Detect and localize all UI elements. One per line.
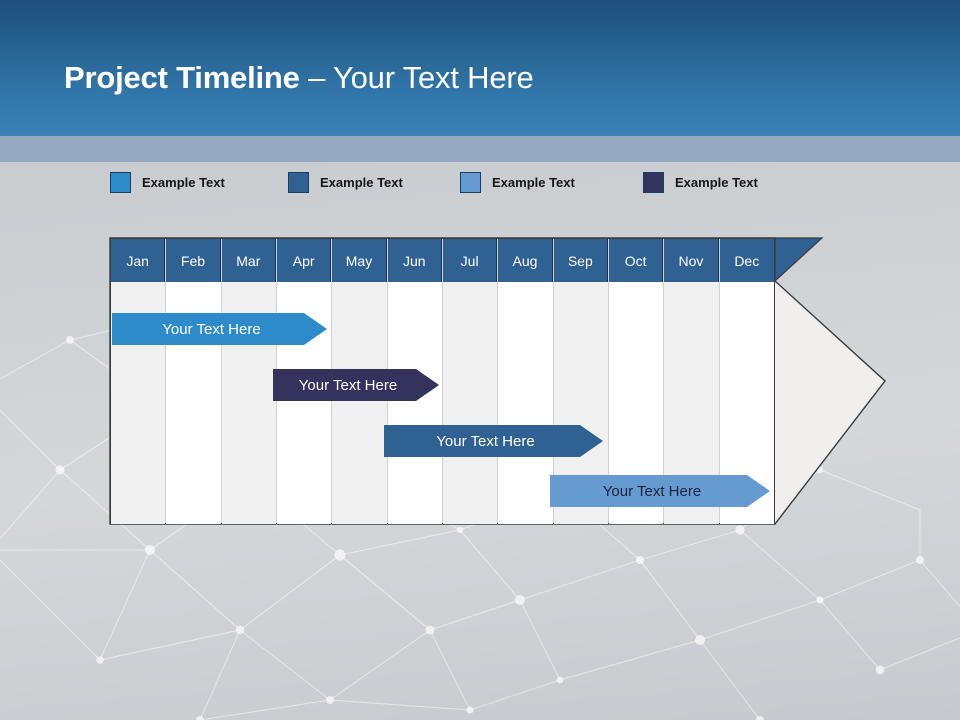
month-column-body — [332, 282, 387, 524]
timeline-bar-task-3[interactable]: Your Text Here — [384, 423, 603, 459]
month-header-cell: May — [332, 239, 387, 282]
month-column-body — [442, 282, 498, 524]
month-header-cell: Aug — [498, 239, 553, 282]
timeline-bar-label: Your Text Here — [162, 320, 261, 338]
timeline-bar-label: Your Text Here — [436, 432, 535, 450]
legend-item-label: Example Text — [142, 174, 225, 190]
legend-swatch-icon — [288, 171, 309, 193]
month-header-cell: Feb — [166, 239, 221, 282]
timeline-bar-task-1[interactable]: Your Text Here — [112, 311, 327, 347]
legend-swatch-icon — [460, 171, 481, 193]
month-header-cell: Dec — [719, 239, 774, 282]
bar-arrow-shape — [112, 313, 327, 345]
timeline-bar-label: Your Text Here — [298, 376, 398, 394]
month-header-cell: Mar — [221, 239, 276, 282]
legend-item[interactable]: Example Text — [643, 170, 758, 194]
page-title-bold: Project Timeline — [64, 60, 300, 95]
legend-item-label: Example Text — [675, 174, 758, 190]
page-title: Project Timeline – Your Text Here — [64, 58, 534, 98]
month-column-body — [498, 282, 553, 524]
bar-arrow-shape — [273, 369, 439, 401]
month-header-cell: Jan — [111, 239, 166, 282]
timeline-column-jun: Jun — [387, 239, 443, 524]
month-column-body — [387, 282, 442, 524]
month-header-cell: Oct — [608, 239, 664, 282]
timeline-bar-task-2[interactable]: Your Text Here — [273, 367, 439, 403]
legend-item[interactable]: Example Text — [460, 170, 575, 194]
legend-swatch-icon — [110, 171, 131, 193]
timeline-bar-task-4[interactable]: Your Text Here — [550, 473, 770, 509]
header-band — [0, 0, 960, 136]
month-header-cell: Sep — [553, 239, 608, 282]
timeline-column-jul: Jul — [442, 239, 499, 524]
month-header-cell: Jun — [387, 239, 442, 282]
legend-swatch-icon — [643, 171, 664, 193]
legend: Example Text Example Text Example Text E… — [110, 170, 810, 194]
bar-arrow-shape — [384, 425, 603, 457]
timeline-chart: Jan Feb Mar Apr May Jun Jul Aug Sep Oct … — [109, 237, 886, 525]
timeline-column-may: May — [332, 239, 388, 524]
legend-item[interactable]: Example Text — [288, 170, 403, 194]
legend-item-label: Example Text — [492, 174, 575, 190]
timeline-bars: Your Text Here Your Text Here Your Text … — [110, 282, 810, 524]
legend-item[interactable]: Example Text — [110, 170, 225, 194]
page-title-rest: – Your Text Here — [299, 60, 534, 95]
legend-item-label: Example Text — [320, 174, 403, 190]
month-header-cell: Apr — [276, 239, 332, 282]
bar-arrow-shape — [550, 475, 770, 507]
header-accent-band — [0, 136, 960, 162]
month-header-cell: Jul — [442, 239, 498, 282]
timeline-bar-label: Your Text Here — [602, 482, 702, 500]
timeline-column-aug: Aug — [498, 239, 554, 524]
month-header-cell: Nov — [664, 239, 719, 282]
